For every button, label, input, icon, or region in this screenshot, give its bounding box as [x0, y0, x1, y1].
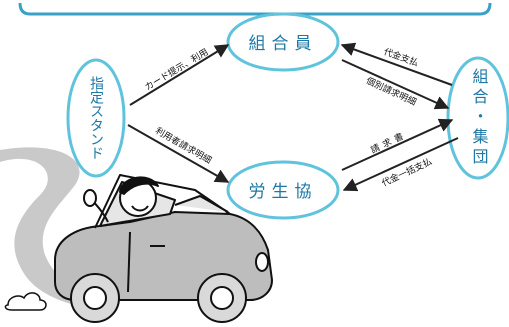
- node-member-label: 組合員: [249, 34, 318, 54]
- road-illustration: [0, 147, 110, 305]
- node-union-label: 組合・集団: [470, 68, 489, 168]
- arrow-union-to-rokyo: [342, 137, 459, 192]
- arrow-rokyo-to-union: [341, 118, 454, 171]
- node-stand-label: 指定スタンド: [88, 76, 104, 160]
- node-member-shape: [226, 12, 340, 72]
- exhaust-puff: [4, 292, 47, 311]
- arrow-union-to-member: [340, 42, 453, 86]
- top-frame-line: [18, 2, 492, 16]
- car-illustration: [54, 174, 273, 323]
- node-stand-shape: [66, 58, 126, 178]
- label-card-use: カード提示、利用: [142, 46, 210, 93]
- label-collective-billing: 請求書: [369, 129, 409, 156]
- arrow-stand-to-member: [129, 44, 230, 106]
- arrow-member-to-union: [341, 59, 450, 110]
- node-rokyo-label: 労生協: [249, 182, 318, 202]
- node-rokyo-shape: [226, 160, 340, 220]
- node-union-shape: [446, 56, 509, 180]
- arrow-stand-to-rokyo: [127, 124, 230, 183]
